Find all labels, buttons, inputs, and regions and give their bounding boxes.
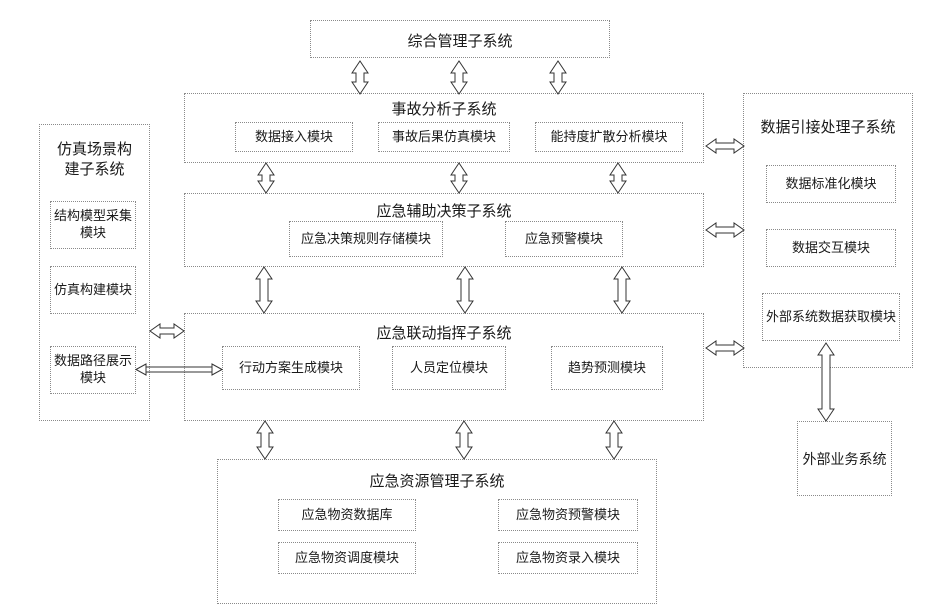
arrow-decision-command-2 [457,267,473,313]
arrow-decision-command-3 [614,267,630,313]
arrow-analysis-decision-1 [258,163,274,193]
arrow-mgmt-analysis-2 [451,61,467,94]
arrow-analysis-decision-3 [610,163,626,193]
arrow-simulation-command [150,324,184,338]
arrow-command-resource-1 [257,421,273,459]
arrow-mgmt-analysis-1 [352,61,368,94]
arrow-command-interface [706,341,744,355]
arrow-datapath-actionplan [136,364,222,375]
arrow-mgmt-analysis-3 [550,61,566,94]
arrow-command-resource-2 [456,421,472,459]
arrow-command-resource-3 [606,421,622,459]
arrow-decision-command-1 [256,267,272,313]
arrow-analysis-interface [706,139,744,153]
arrow-analysis-decision-2 [451,163,467,193]
arrow-interface-external [818,343,834,421]
arrow-decision-interface [706,223,744,237]
